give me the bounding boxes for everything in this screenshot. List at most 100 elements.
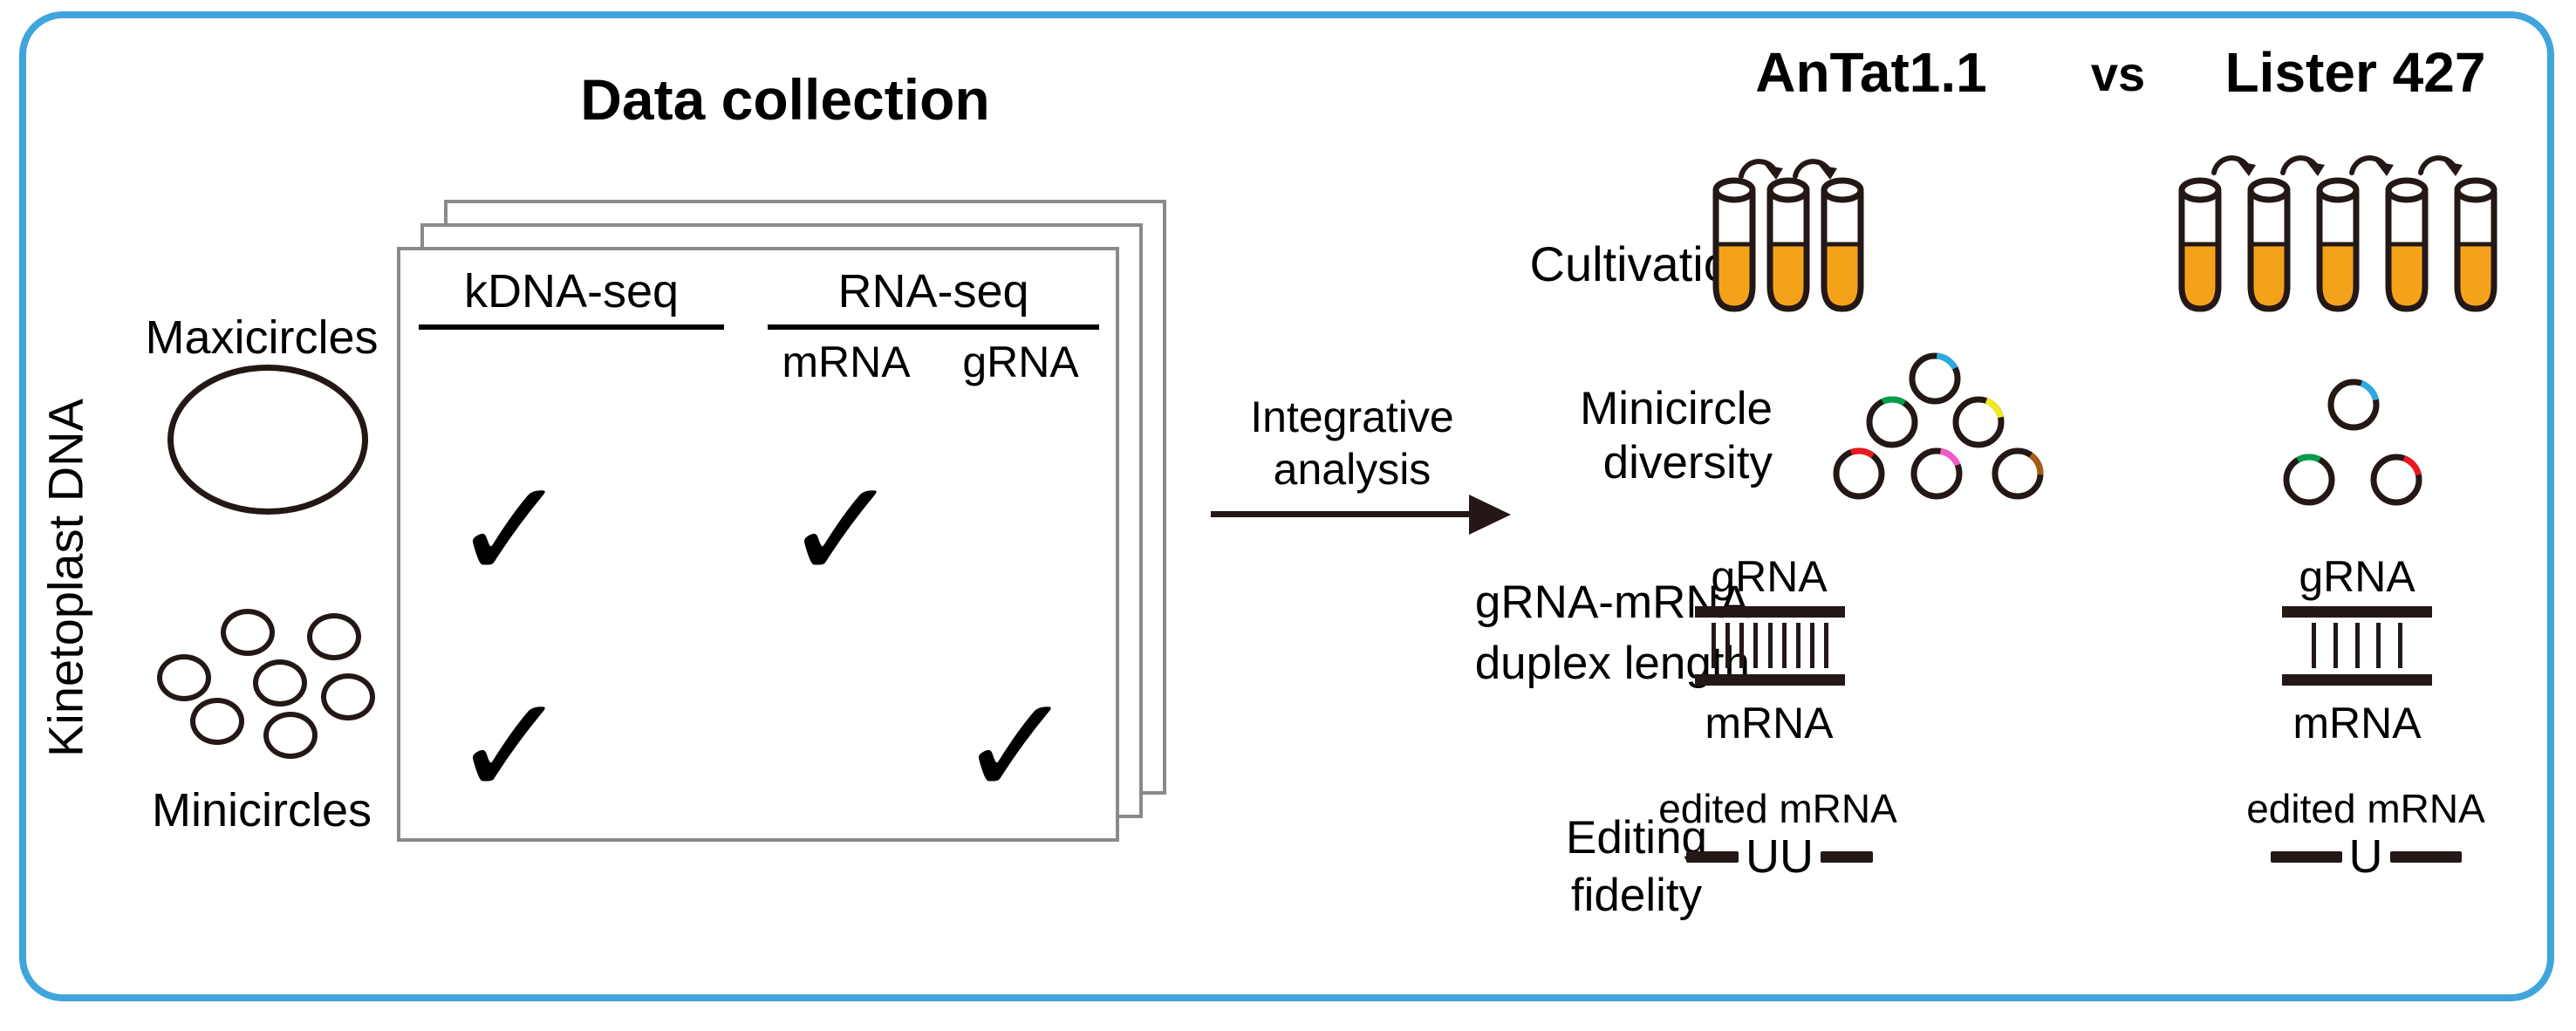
culture-tube: [1766, 167, 1811, 318]
lister-edited-mrna-caption: edited mRNA: [2246, 786, 2485, 831]
basepair-tick: [1712, 623, 1716, 668]
table-header-kdna-seq: kDNA-seq: [463, 265, 680, 317]
lister-mrna-label: mRNA: [2292, 699, 2422, 748]
culture-tube-icon: [2385, 177, 2429, 312]
culture-tube-icon: [1712, 177, 1756, 312]
minicircle-ring: [2365, 448, 2428, 516]
antat-inserted-u: UU: [1746, 830, 1814, 883]
kdna-underline: [419, 324, 724, 330]
passage-arrow: [1790, 136, 1841, 186]
duplex-length-line1: gRNA-mRNA: [1474, 577, 1750, 628]
editing-fidelity-line2: fidelity: [1570, 870, 1703, 921]
antat-mrna-strand: [1695, 674, 1845, 686]
figure-border: [19, 11, 2554, 1001]
basepair-tick: [1781, 623, 1787, 668]
culture-tube: [2246, 167, 2292, 318]
passage-arrow: [1736, 136, 1787, 186]
integrative-arrow-head: [1469, 495, 1511, 535]
minicircle-ring: [1828, 442, 1890, 509]
lister-mrna-dash-left: [2270, 850, 2342, 863]
culture-tube-icon: [2178, 177, 2222, 312]
lister-basepair-ticks: [2312, 623, 2402, 668]
minicircle-ring-icon: [1909, 352, 1961, 405]
maxicircles-label: Maxicircles: [145, 311, 379, 364]
integrative-analysis-line2: analysis: [1273, 445, 1431, 494]
minicircle-drawing: [263, 712, 318, 759]
minicircle-drawing: [157, 654, 211, 701]
passage-arrow-icon: [2349, 155, 2394, 176]
passage-arrow-icon: [2211, 155, 2256, 176]
checkmark-minicircles-grna: ✓: [957, 665, 1076, 828]
basepair-tick: [2398, 623, 2402, 668]
table-subheader-grna: gRNA: [962, 338, 1079, 386]
antat-edited-mrna-diagram: UU: [1682, 830, 1877, 883]
lister-mrna-strand: [2282, 674, 2432, 686]
minicircle-ring-icon: [2370, 454, 2422, 506]
editing-fidelity-line1: Editing: [1565, 812, 1708, 864]
basepair-tick: [2376, 623, 2381, 668]
table-subheader-mrna: mRNA: [782, 338, 911, 386]
integrative-analysis-line1: Integrative: [1250, 393, 1454, 441]
integrative-arrow-shaft: [1211, 511, 1472, 517]
lister-grna-strand: [2282, 606, 2432, 618]
minicircle-ring: [1861, 391, 1923, 458]
passage-arrow: [2415, 133, 2466, 182]
minicircle-drawing: [221, 609, 275, 656]
minicircle-ring-icon: [1952, 396, 2005, 448]
lister-grna-label: gRNA: [2299, 552, 2415, 601]
minicircle-ring: [1905, 442, 1968, 509]
minicircle-ring: [1947, 391, 2010, 458]
minicircle-ring-icon: [1992, 447, 2044, 500]
culture-tube-icon: [1821, 177, 1864, 312]
culture-tube-icon: [2247, 177, 2291, 312]
basepair-tick: [1753, 623, 1759, 668]
basepair-tick: [1767, 623, 1773, 668]
lister-mrna-dash-right: [2389, 850, 2462, 863]
lister-culture-tubes: [2177, 167, 2498, 318]
basepair-tick: [2333, 623, 2338, 668]
culture-tube: [2453, 167, 2498, 318]
minicircle-drawing: [190, 698, 244, 745]
culture-tube-icon: [2454, 177, 2497, 312]
passage-arrow-icon: [1739, 159, 1783, 180]
kinetoplast-dna-label: Kinetoplast DNA: [38, 399, 93, 757]
minicircle-drawing: [307, 613, 361, 660]
culture-tube: [1820, 167, 1865, 318]
passage-arrow-icon: [1793, 159, 1837, 180]
culture-tube: [2177, 167, 2223, 318]
basepair-tick: [1824, 623, 1828, 668]
antat-grna-strand: [1695, 606, 1845, 618]
minicircle-ring: [2278, 448, 2340, 516]
antat-culture-tubes: [1712, 167, 1865, 318]
row-label-cultivation: Cultivation: [1529, 236, 1758, 291]
row-label-minicircle-diversity: Minicircle diversity: [1448, 382, 1773, 490]
culture-tube: [2384, 167, 2429, 318]
basepair-tick: [1809, 623, 1814, 668]
rna-underline: [768, 324, 1099, 330]
basepair-tick: [1795, 623, 1800, 668]
antat-grna-label: gRNA: [1711, 552, 1828, 601]
passage-arrow: [2209, 133, 2259, 182]
vs-label: vs: [2090, 46, 2146, 101]
minicircle-diversity-line1: Minicircle: [1580, 383, 1773, 434]
minicircles-label: Minicircles: [151, 784, 372, 836]
passage-arrow: [2347, 133, 2397, 182]
minicircle-ring-icon: [2283, 454, 2335, 506]
minicircle-ring: [1986, 442, 2049, 509]
maxicircle-drawing: [167, 365, 368, 515]
minicircle-ring-icon: [1910, 447, 1963, 500]
minicircle-drawing: [253, 659, 307, 707]
basepair-tick: [2312, 623, 2316, 668]
integrative-analysis-label: Integrative analysis: [1186, 391, 1518, 495]
basepair-tick: [2354, 623, 2360, 668]
passage-arrow-icon: [2280, 155, 2325, 176]
culture-tube-icon: [1766, 177, 1810, 312]
minicircle-drawing: [321, 673, 375, 720]
antat-mrna-dash-right: [1821, 850, 1873, 863]
lister-edited-mrna-diagram: U: [2252, 830, 2479, 883]
checkmark-minicircles-kdna: ✓: [451, 665, 570, 828]
antat-edited-mrna-caption: edited mRNA: [1658, 786, 1897, 831]
minicircle-ring-icon: [2327, 379, 2380, 431]
basepair-tick: [1739, 623, 1745, 668]
